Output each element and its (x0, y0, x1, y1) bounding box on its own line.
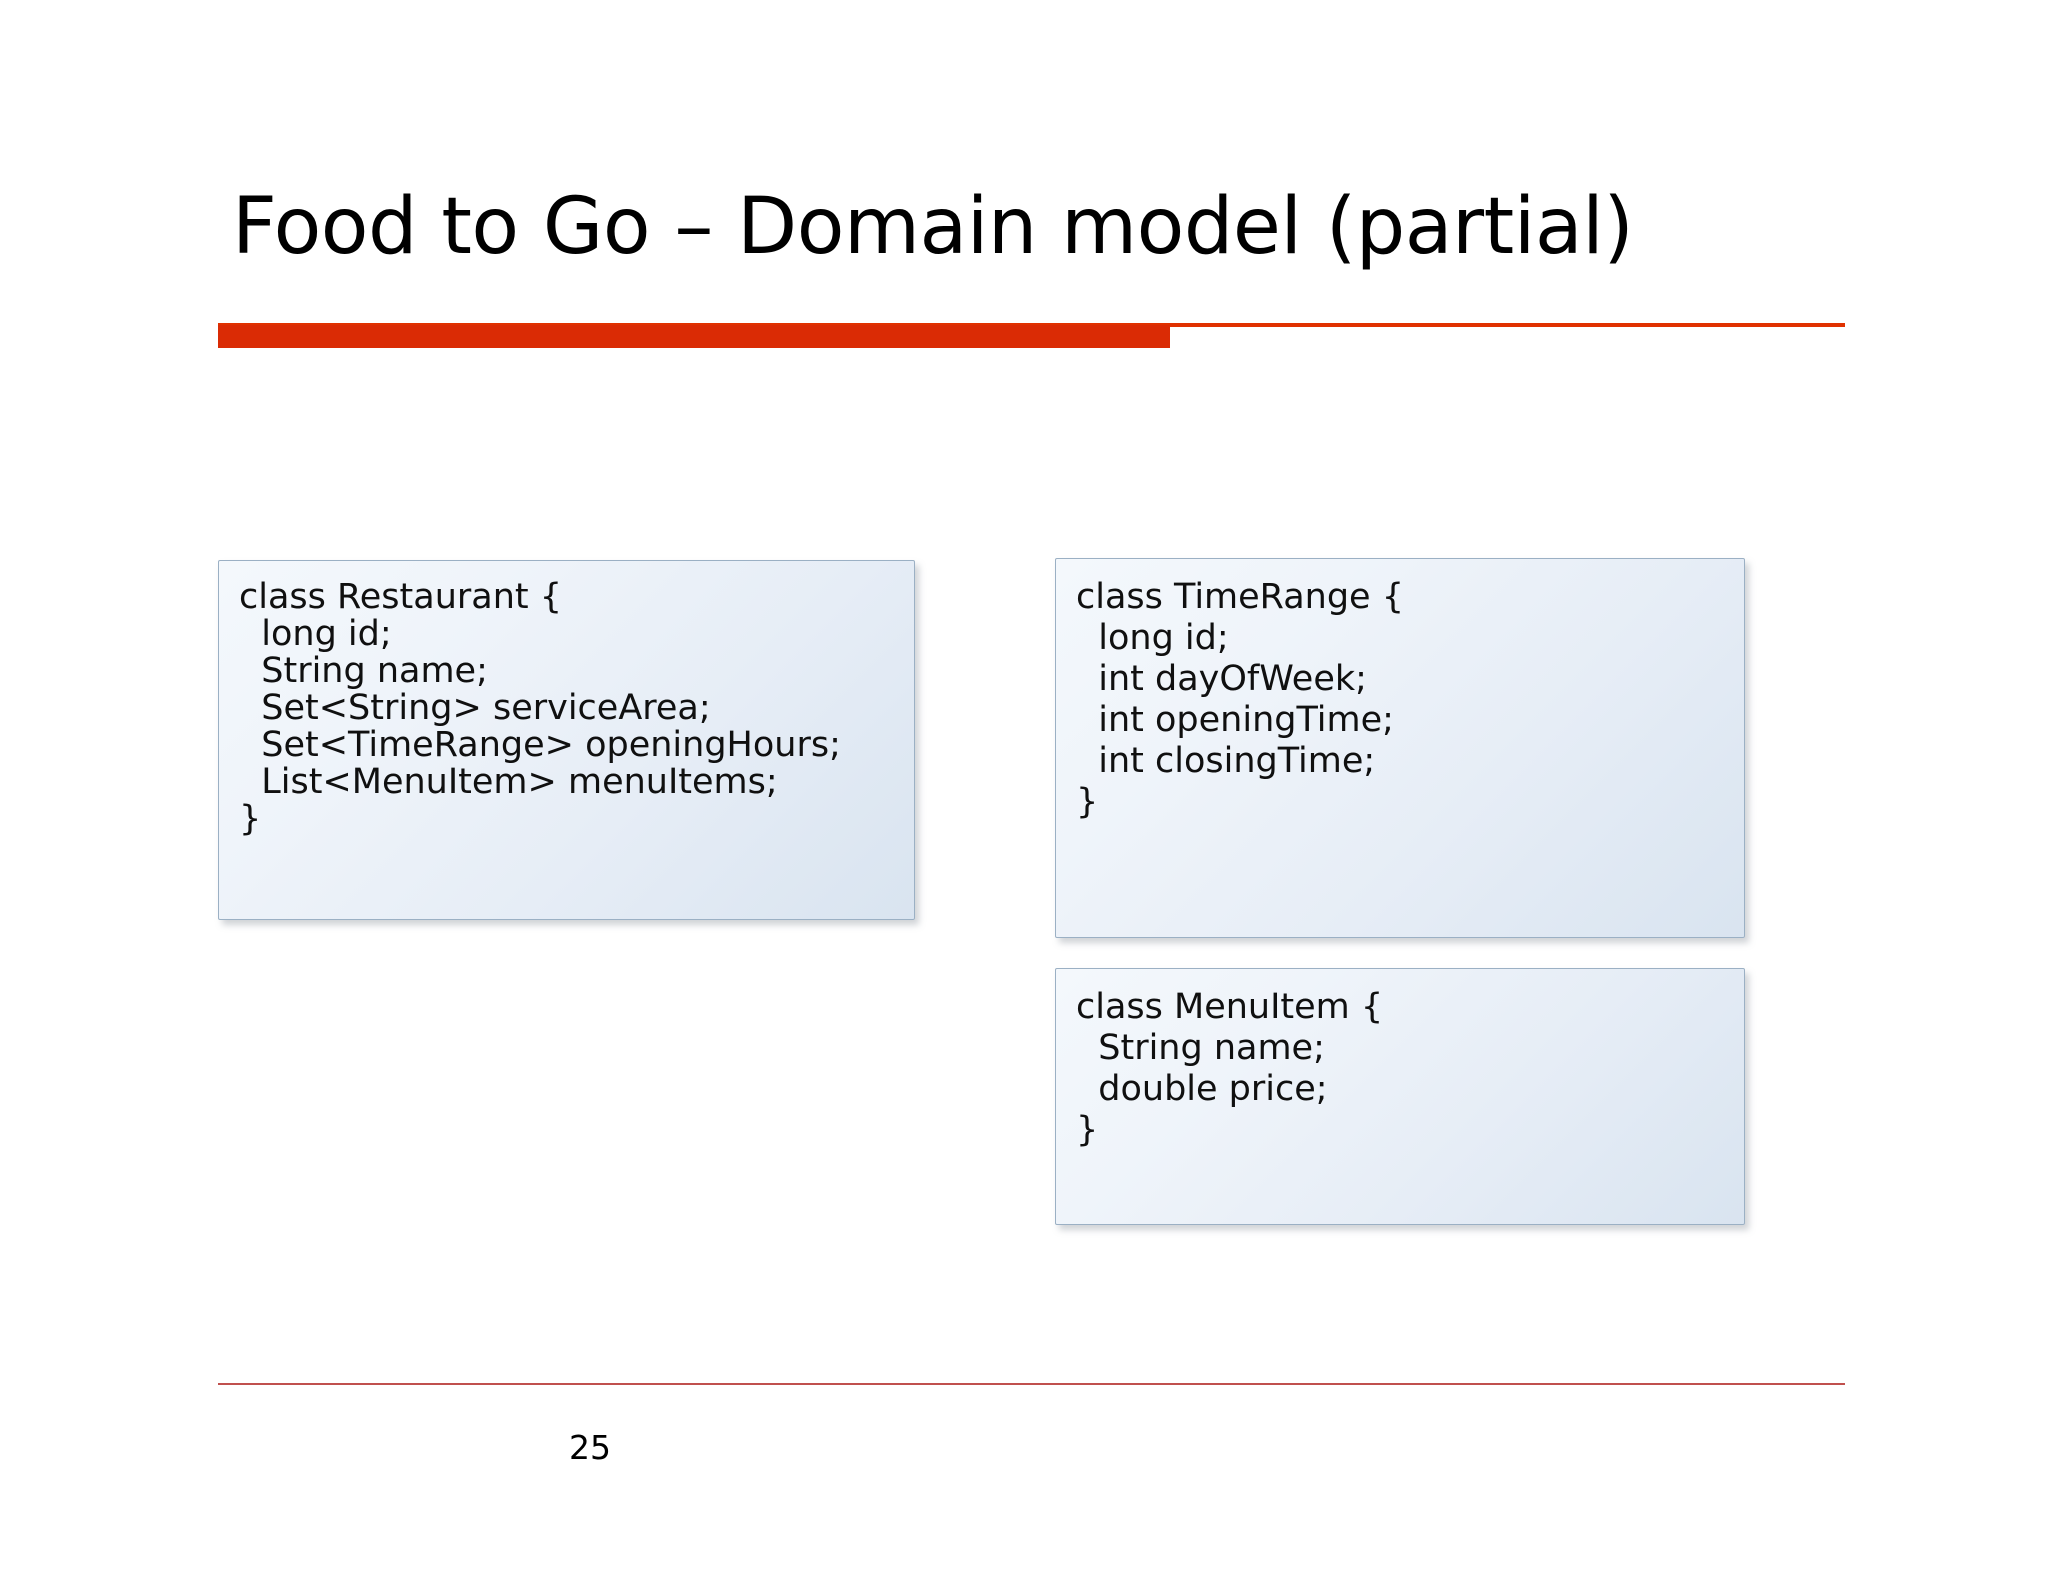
code-line: Set<String> serviceArea; (239, 687, 711, 728)
page-number: 25 (569, 1428, 611, 1467)
code-line: int openingTime; (1076, 699, 1394, 740)
code-line: int closingTime; (1076, 740, 1376, 781)
code-line: class Restaurant { (239, 577, 563, 617)
footer-divider (218, 1383, 1845, 1385)
code-box-restaurant: class Restaurant { long id; String name;… (218, 560, 915, 920)
code-line: Set<TimeRange> openingHours; (239, 724, 841, 765)
code-line: } (1076, 781, 1099, 822)
code-line: } (239, 798, 262, 839)
code-line: double price; (1076, 1068, 1328, 1109)
code-line: long id; (239, 613, 392, 654)
code-line: class TimeRange { (1076, 577, 1404, 617)
code-box-timerange: class TimeRange { long id; int dayOfWeek… (1055, 558, 1745, 938)
code-line: int dayOfWeek; (1076, 658, 1367, 699)
code-box-menuitem: class MenuItem { String name; double pri… (1055, 968, 1745, 1225)
page-title: Food to Go – Domain model (partial) (232, 182, 1634, 272)
code-line: List<MenuItem> menuItems; (239, 761, 778, 802)
code-line: class MenuItem { (1076, 987, 1384, 1027)
code-line: String name; (239, 650, 488, 691)
code-line: String name; (1076, 1027, 1325, 1068)
title-accent-rule-thick (218, 325, 1170, 348)
code-line: } (1076, 1109, 1099, 1150)
code-line: long id; (1076, 617, 1229, 658)
